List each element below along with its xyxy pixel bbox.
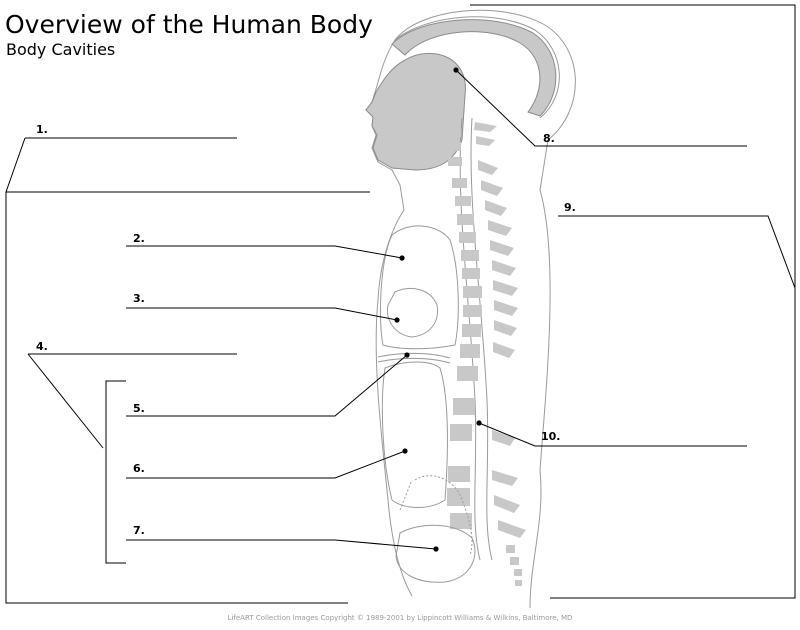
label-1: 1. [36, 123, 48, 136]
pelvic-cavity-shape [395, 524, 476, 583]
ventral-cavities [377, 225, 476, 583]
label-7: 7. [133, 524, 145, 537]
label-5: 5. [133, 402, 145, 415]
body-figure [365, 9, 576, 609]
cranial-lining [394, 16, 560, 119]
vertebral-column [447, 122, 526, 586]
page-title: Overview of the Human Body [5, 10, 373, 39]
label-9: 9. [564, 201, 576, 214]
intestine-outline [399, 475, 473, 556]
cranial-cavity-shape [391, 19, 557, 117]
leader-dots [394, 67, 482, 552]
vertebral-canal [459, 117, 493, 561]
label-6: 6. [133, 462, 145, 475]
label-10: 10. [541, 430, 561, 443]
face-shape [365, 52, 466, 171]
page-subtitle: Body Cavities [6, 40, 116, 59]
body-outline [365, 9, 576, 609]
diaphragm-shape [377, 352, 451, 364]
label-8: 8. [543, 132, 555, 145]
label-3: 3. [133, 292, 145, 305]
abdominal-cavity-shape [381, 361, 448, 508]
leader-lines [5, 4, 796, 604]
pericardial-cavity-shape [386, 288, 439, 338]
copyright-notice: LifeART Collection Images Copyright © 19… [227, 614, 573, 622]
thoracic-cavity-shape [379, 225, 459, 350]
label-4: 4. [36, 340, 48, 353]
label-2: 2. [133, 232, 145, 245]
